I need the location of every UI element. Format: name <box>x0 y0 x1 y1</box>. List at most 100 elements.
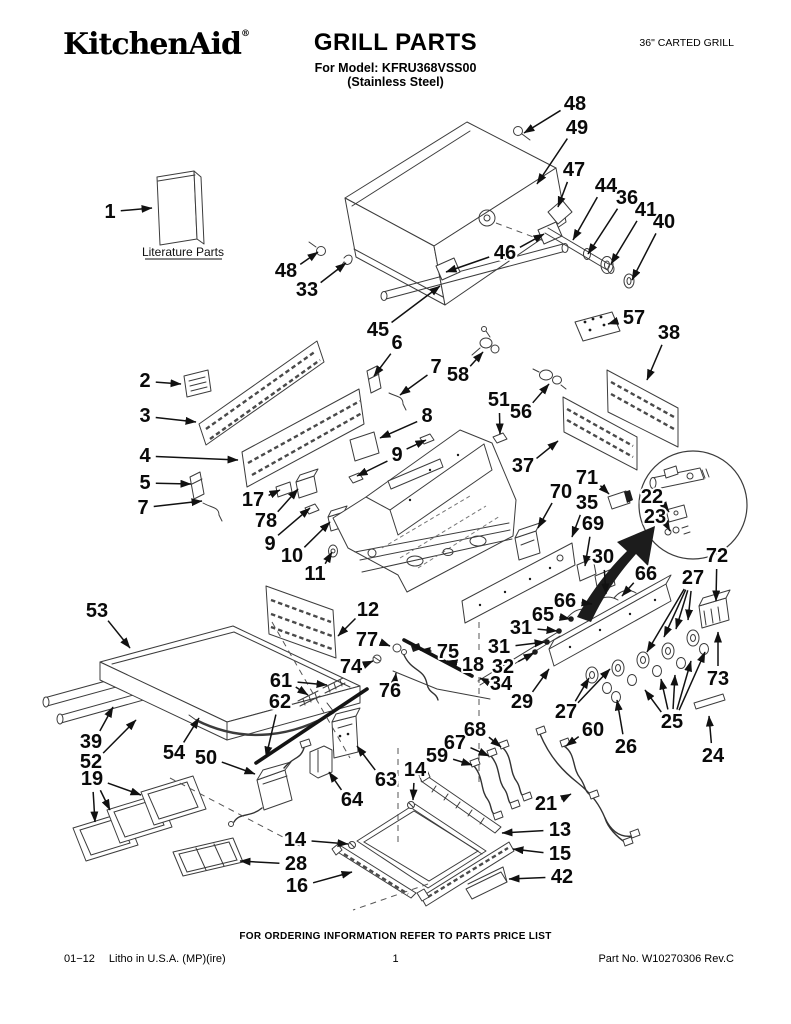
leader-arrow <box>328 771 343 791</box>
heat-shield-panels-art <box>562 369 679 471</box>
leader-arrow <box>644 689 662 713</box>
callout-14: 14 <box>404 759 427 781</box>
leader-arrow <box>337 617 356 637</box>
leader-arrow <box>183 717 200 743</box>
leader-arrow <box>646 344 663 381</box>
callout-71: 71 <box>576 467 598 489</box>
callout-12: 12 <box>357 599 379 621</box>
callout-16: 16 <box>286 875 308 897</box>
callout-38: 38 <box>658 322 680 344</box>
leader-arrow <box>537 502 553 529</box>
leader-arrow <box>378 638 391 647</box>
callout-34: 34 <box>490 673 513 695</box>
literature-parts-label: Literature Parts <box>142 245 224 259</box>
leader-arrow <box>155 416 197 425</box>
leader-arrow <box>299 251 319 265</box>
callout-74: 74 <box>340 656 363 678</box>
callout-32: 32 <box>492 656 514 678</box>
callout-61: 61 <box>270 670 292 692</box>
leader-arrow <box>268 489 281 499</box>
leader-arrow <box>670 674 679 710</box>
leader-arrow <box>675 590 689 630</box>
callout-44: 44 <box>595 175 618 197</box>
leader-arrow <box>515 639 546 648</box>
callout-17: 17 <box>242 489 264 511</box>
callout-21: 21 <box>535 793 557 815</box>
detail-bubble-art <box>577 450 748 622</box>
callout-24: 24 <box>702 745 725 767</box>
leader-arrow <box>659 501 670 513</box>
leader-arrow <box>419 646 432 655</box>
leader-arrow <box>221 761 256 775</box>
callout-31: 31 <box>488 636 510 658</box>
callout-64: 64 <box>341 789 364 811</box>
callout-19: 19 <box>81 768 103 790</box>
callout-23: 23 <box>644 506 666 528</box>
leader-arrow <box>479 677 492 687</box>
leader-arrow <box>705 715 714 744</box>
callout-63: 63 <box>375 769 397 791</box>
leader-arrow <box>532 383 550 404</box>
ordering-note: FOR ORDERING INFORMATION REFER TO PARTS … <box>239 931 552 942</box>
leader-arrow <box>155 455 239 464</box>
leader-arrow <box>239 857 280 866</box>
footer-litho: Litho in U.S.A. (MP)(ire) <box>108 953 226 965</box>
callout-47: 47 <box>563 159 585 181</box>
callout-8: 8 <box>421 405 432 427</box>
callout-6: 6 <box>391 332 402 354</box>
leader-arrow <box>646 588 685 653</box>
leader-arrow <box>399 374 428 396</box>
narrow-tray-art <box>172 837 244 877</box>
leader-arrow <box>406 439 427 450</box>
callout-13: 13 <box>549 819 571 841</box>
hood-screw-icon <box>513 126 523 136</box>
control-module-icon <box>331 715 359 759</box>
callout-1: 1 <box>104 201 115 223</box>
leader-arrow <box>445 256 490 273</box>
callout-45: 45 <box>367 319 389 341</box>
electrical-art <box>228 707 641 847</box>
literature-book-art: Literature Parts <box>142 170 224 260</box>
callout-33: 33 <box>296 279 318 301</box>
leader-arrow <box>446 659 459 668</box>
leader-arrow <box>531 668 550 693</box>
leader-arrow <box>373 353 392 377</box>
leader-arrow <box>323 551 333 565</box>
leader-arrow <box>610 220 638 265</box>
page-title: GRILL PARTS <box>313 29 478 56</box>
cart-bottom-art <box>331 769 515 907</box>
leader-arrow <box>572 196 598 241</box>
callout-65: 65 <box>532 604 554 626</box>
callout-37: 37 <box>512 455 534 477</box>
callout-9: 9 <box>264 533 275 555</box>
leader-arrow <box>581 598 593 607</box>
leader-arrow <box>356 460 388 477</box>
registered-mark: ® <box>240 29 250 39</box>
leader-arrow <box>587 208 619 255</box>
gas-valve-icon <box>479 337 493 349</box>
leader-arrow <box>99 789 111 811</box>
leader-arrow <box>452 758 473 766</box>
leader-arrow <box>512 846 544 855</box>
leader-arrow <box>90 791 99 823</box>
callout-5: 5 <box>139 472 150 494</box>
leader-arrow <box>153 498 203 508</box>
leader-arrow <box>409 782 418 801</box>
leader-arrow <box>155 379 182 388</box>
callout-52: 52 <box>80 751 102 773</box>
callout-7: 7 <box>137 497 148 519</box>
callout-26: 26 <box>615 736 637 758</box>
callout-27: 27 <box>555 701 577 723</box>
vent-panels-art <box>183 340 365 488</box>
callout-54: 54 <box>163 742 186 764</box>
callout-50: 50 <box>195 747 217 769</box>
leader-arrow <box>571 514 582 538</box>
leader-arrow <box>391 285 441 324</box>
grill-hood-art <box>308 121 635 306</box>
callout-73: 73 <box>707 668 729 690</box>
callout-2: 2 <box>139 370 150 392</box>
leader-arrow <box>508 874 546 883</box>
leader-arrow <box>557 181 569 208</box>
callout-30: 30 <box>592 546 614 568</box>
